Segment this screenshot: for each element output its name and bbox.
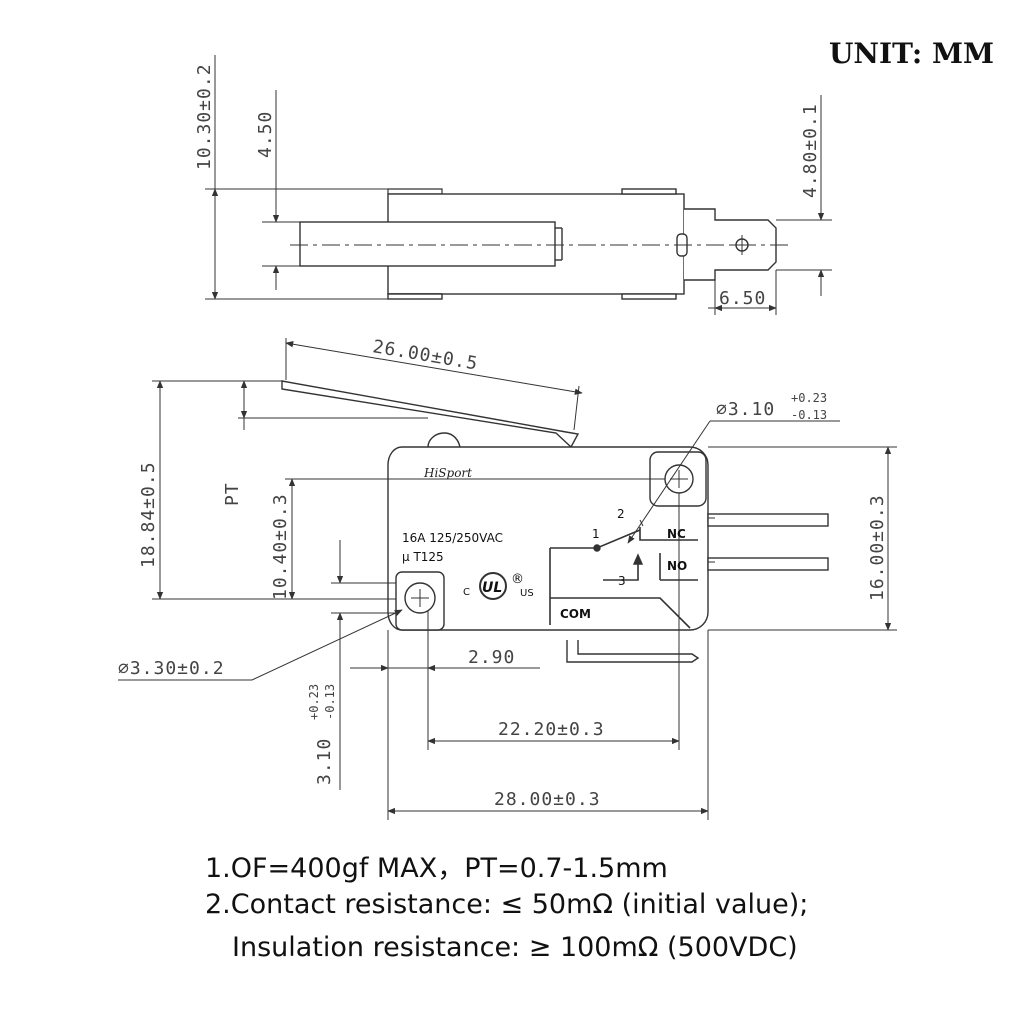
dim-top-plunger: 4.50 [255, 111, 276, 158]
dim-hole-center-height: 10.40±0.3 [270, 493, 291, 600]
dim-hole-right-tol-plus: +0.23 [791, 391, 827, 405]
dim-body-height: 16.00±0.3 [867, 494, 888, 601]
cert-ul: UL [482, 580, 502, 596]
dim-pt: PT [222, 482, 243, 506]
dim-hole-right-tol-minus: -0.13 [791, 408, 827, 422]
dim-top-terminal-length: 6.50 [719, 288, 766, 309]
terminal-no-pin [707, 557, 829, 571]
note-line-3: Insulation resistance: ≥ 100mΩ (500VDC) [232, 932, 798, 963]
dim-top-terminal-height: 4.80±0.1 [800, 103, 821, 198]
terminal-nc-label: NC [667, 527, 686, 541]
cert-r: ® [511, 572, 524, 587]
dim-top-total-height: 10.30±0.2 [194, 63, 215, 170]
dim-hole-left-height: 3.10 [314, 738, 335, 785]
terminal-nc-pin [707, 513, 829, 527]
front-dimensions [118, 338, 897, 820]
front-view [281, 380, 829, 663]
rating-label: 16A 125/250VAC [402, 531, 503, 545]
unit-label: UNIT: MM [829, 37, 994, 70]
dim-hole-left-tol-minus: -0.13 [323, 684, 337, 720]
top-plunger [299, 221, 556, 267]
dim-body-length: 28.00±0.3 [494, 789, 601, 810]
pin-2-label: 2 [617, 507, 625, 521]
dim-front-total-height: 18.84±0.5 [138, 461, 159, 568]
dim-lever-length: 26.00±0.5 [371, 336, 480, 374]
dim-hole-left-tol-plus: +0.23 [307, 684, 321, 720]
cert-c: C [463, 587, 470, 598]
cert-us: US [520, 588, 534, 599]
dim-hole-spacing: 22.20±0.3 [498, 719, 605, 740]
terminal-no-label: NO [667, 559, 687, 573]
dim-hole-right: ⌀3.10 [716, 399, 775, 420]
note-line-1: 1.OF=400gf MAX，PT=0.7-1.5mm [205, 853, 668, 884]
front-lever [281, 380, 580, 449]
dim-hole-left: ⌀3.30±0.2 [118, 658, 225, 679]
pin-1-label: 1 [592, 527, 600, 541]
note-line-2: 2.Contact resistance: ≤ 50mΩ (initial va… [205, 889, 809, 920]
dim-hole-offset: 2.90 [468, 647, 515, 668]
terminal-com-label: COM [560, 607, 591, 621]
terminal-com-pin [566, 640, 700, 663]
pin-3-label: 3 [618, 574, 626, 588]
temp-mark: µ T125 [402, 550, 444, 564]
top-view [205, 55, 832, 315]
brand-logo: HiSport [423, 466, 472, 480]
